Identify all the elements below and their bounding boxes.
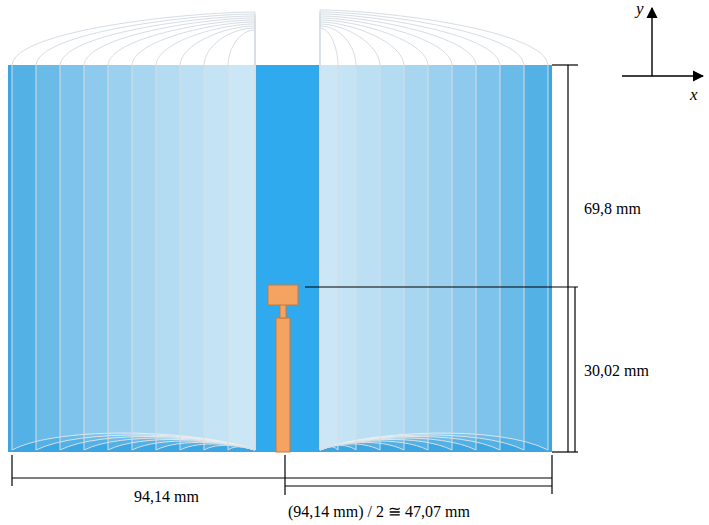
- axis-label: x: [690, 86, 698, 105]
- dimension-label: 30,02 mm: [584, 362, 649, 380]
- center-channel: [258, 65, 318, 452]
- dimension-lines: [12, 65, 578, 495]
- dimension-label: 69,8 mm: [584, 200, 641, 218]
- right-lens-plates: [320, 10, 548, 450]
- axis-label: y: [636, 0, 644, 19]
- left-lens-plates: [12, 12, 255, 450]
- axis-arrows: [622, 8, 703, 76]
- antenna-feed: [268, 285, 298, 452]
- dimension-label: (94,14 mm) / 2 ≅ 47,07 mm: [288, 503, 470, 521]
- dimension-label: 94,14 mm: [134, 488, 199, 506]
